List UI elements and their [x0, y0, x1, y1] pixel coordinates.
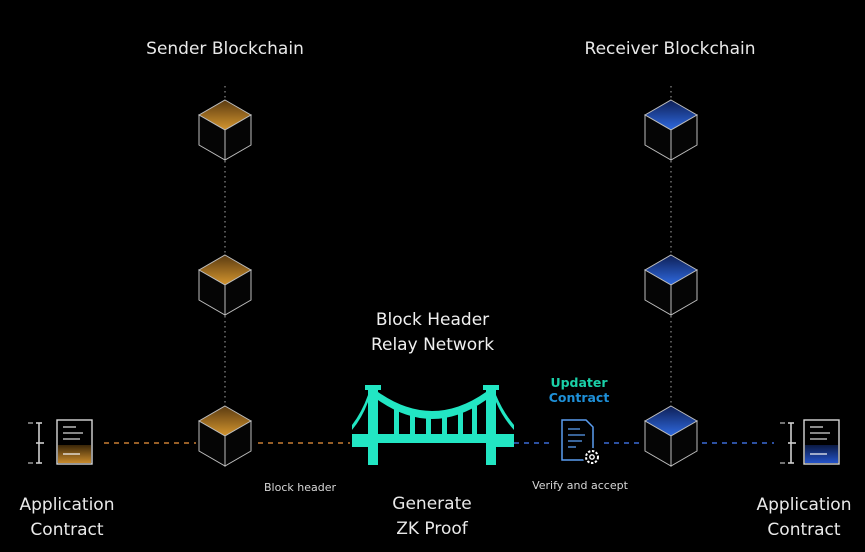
sender-app-contract-label-line1: Application — [19, 495, 115, 515]
relay-network-title-line2: Relay Network — [370, 335, 495, 355]
sender-app-contract-document-icon — [28, 419, 93, 465]
receiver-app-contract-label-line1: Application — [756, 495, 852, 515]
verify-and-accept-label: Verify and accept — [532, 479, 628, 492]
updater-contract-document-gear-icon — [561, 419, 601, 466]
updater-contract-label-line1: Updater — [550, 375, 608, 390]
receiver-block-1-cube-icon — [643, 99, 699, 161]
receiver-block-2-cube-icon — [643, 254, 699, 316]
block-header-label: Block header — [264, 481, 336, 494]
receiver-app-contract-document-icon — [780, 419, 840, 465]
sender-block-2-cube-icon — [197, 254, 253, 316]
sender-block-1-cube-icon — [197, 99, 253, 161]
updater-contract-label-line2: Contract — [548, 390, 610, 405]
receiver-app-contract-label-line2: Contract — [767, 520, 841, 540]
sender-app-contract-label-line2: Contract — [30, 520, 104, 540]
sender-block-3-cube-icon — [197, 405, 253, 467]
generate-zk-proof-line1: Generate — [392, 494, 472, 514]
receiver-blockchain-title: Receiver Blockchain — [584, 39, 756, 59]
relay-network-title-line1: Block Header — [375, 310, 490, 330]
sender-blockchain-title: Sender Blockchain — [146, 39, 304, 59]
generate-zk-proof-line2: ZK Proof — [396, 519, 468, 539]
receiver-block-3-cube-icon — [643, 405, 699, 467]
bridge-icon — [352, 385, 514, 465]
